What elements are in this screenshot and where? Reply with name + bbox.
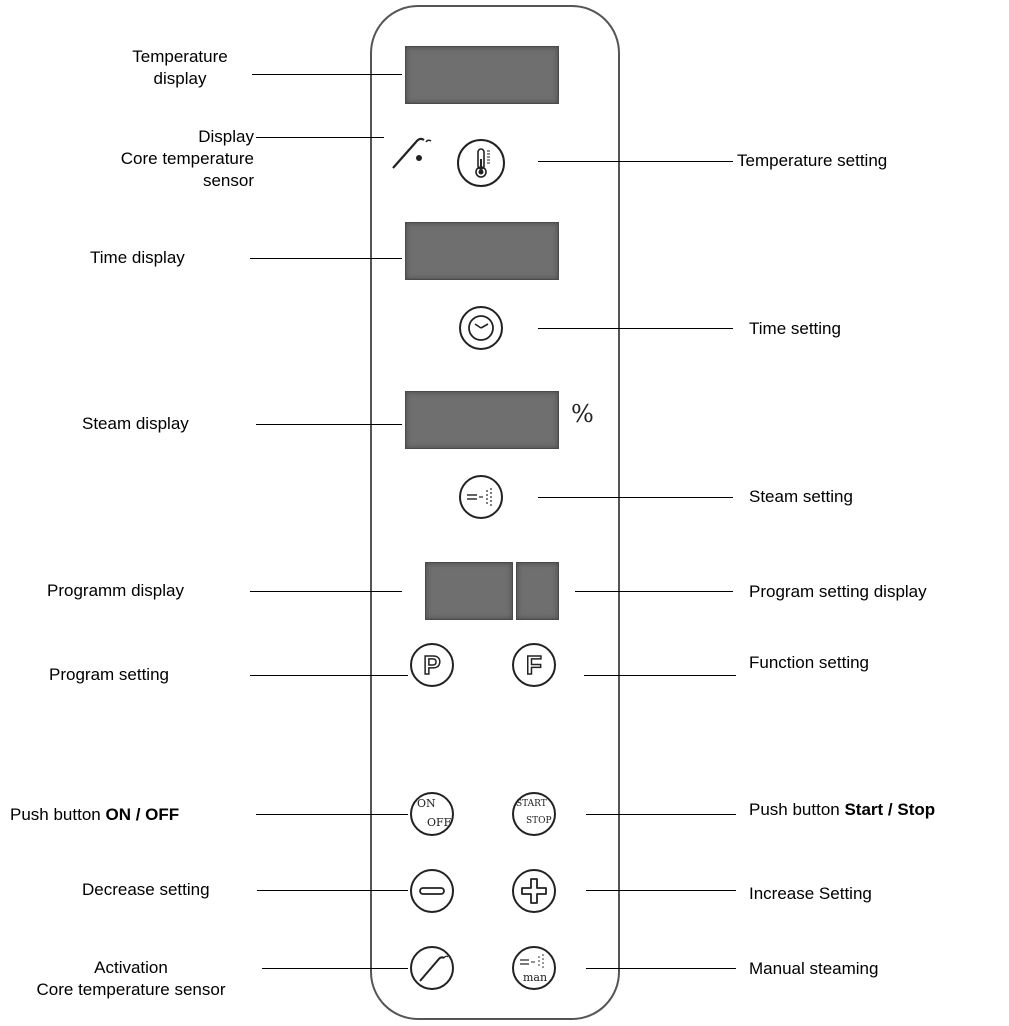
steam-display — [405, 391, 559, 449]
percent-sign: % — [571, 400, 594, 428]
leader-line-function-setting — [584, 675, 736, 676]
label-push-button-on-off: Push button ON / OFF — [10, 804, 179, 826]
label-start-stop-bold: Start / Stop — [844, 800, 936, 819]
leader-line-activation — [262, 968, 408, 969]
leader-line-decrease — [257, 890, 408, 891]
label-activation-core-sensor: Activation Core temperature sensor — [36, 958, 226, 999]
decrease-button[interactable] — [410, 869, 454, 913]
label-function-setting: Function setting — [749, 653, 870, 672]
label-program-setting-display: Program setting display — [749, 582, 927, 601]
leader-line-temperature-setting — [538, 161, 733, 162]
leader-line-program-setting-display — [575, 591, 733, 592]
leader-line-time-setting — [538, 328, 733, 329]
leader-line-programm-display — [250, 591, 402, 592]
steam-icon — [467, 488, 492, 506]
leader-line-manual-steaming — [586, 968, 736, 969]
steam-setting-button[interactable] — [459, 475, 503, 519]
core-sensor-probe-icon — [419, 955, 449, 982]
leader-line-time-display — [250, 258, 402, 259]
leader-line-increase — [586, 890, 736, 891]
leader-line-program-setting — [250, 675, 408, 676]
label-program-setting: Program setting — [49, 665, 169, 684]
time-display — [405, 222, 559, 280]
leader-line-start-stop — [586, 814, 736, 815]
label-programm-display: Programm display — [47, 581, 184, 600]
label-steam-display: Steam display — [82, 414, 189, 433]
label-temperature-setting: Temperature setting — [737, 151, 888, 170]
label-temperature-display: Temperature display — [132, 47, 228, 88]
leader-line-steam-setting — [538, 497, 733, 498]
start-text: START — [516, 799, 547, 809]
label-display-core-sensor: Display Core temperature sensor — [120, 127, 254, 190]
time-setting-button[interactable] — [459, 306, 503, 350]
man-text: man — [523, 971, 548, 984]
label-time-display: Time display — [90, 248, 185, 267]
on-off-button[interactable]: ON OFF — [410, 792, 454, 836]
program-setting-button[interactable]: P — [410, 643, 454, 687]
leader-line-steam-display — [256, 424, 402, 425]
p-key-label: P — [423, 649, 442, 681]
minus-icon — [419, 887, 445, 895]
plus-icon — [521, 878, 547, 904]
control-panel-outline — [370, 5, 620, 1020]
label-steam-setting: Steam setting — [749, 487, 853, 506]
start-stop-button[interactable]: START STOP — [512, 792, 556, 836]
increase-button[interactable] — [512, 869, 556, 913]
thermometer-icon — [475, 148, 490, 178]
off-text: OFF — [427, 816, 452, 829]
label-increase-setting: Increase Setting — [749, 884, 872, 903]
manual-steaming-button[interactable]: man — [512, 946, 556, 990]
leader-line-on-off — [256, 814, 408, 815]
programm-display — [425, 562, 513, 620]
leader-line-display-core-sensor — [256, 137, 384, 138]
label-push-button-start-stop: Push button Start / Stop — [749, 799, 935, 821]
label-on-off-prefix: Push button — [10, 805, 106, 824]
label-start-stop-prefix: Push button — [749, 800, 845, 819]
label-manual-steaming: Manual steaming — [749, 959, 879, 978]
temperature-setting-button[interactable] — [457, 139, 505, 187]
stop-text: STOP — [526, 816, 552, 826]
function-setting-button[interactable]: F — [512, 643, 556, 687]
core-sensor-indicator-icon — [392, 137, 432, 169]
core-sensor-activation-button[interactable] — [410, 946, 454, 990]
label-decrease-setting: Decrease setting — [82, 880, 210, 899]
manual-steam-icon — [520, 954, 544, 968]
on-text: ON — [417, 797, 436, 810]
temperature-display — [405, 46, 559, 104]
f-key-label: F — [525, 649, 542, 681]
label-on-off-bold: ON / OFF — [105, 805, 180, 824]
label-time-setting: Time setting — [749, 319, 841, 338]
program-setting-display — [516, 562, 559, 620]
leader-line-temperature-display — [252, 74, 402, 75]
clock-icon — [468, 315, 494, 341]
